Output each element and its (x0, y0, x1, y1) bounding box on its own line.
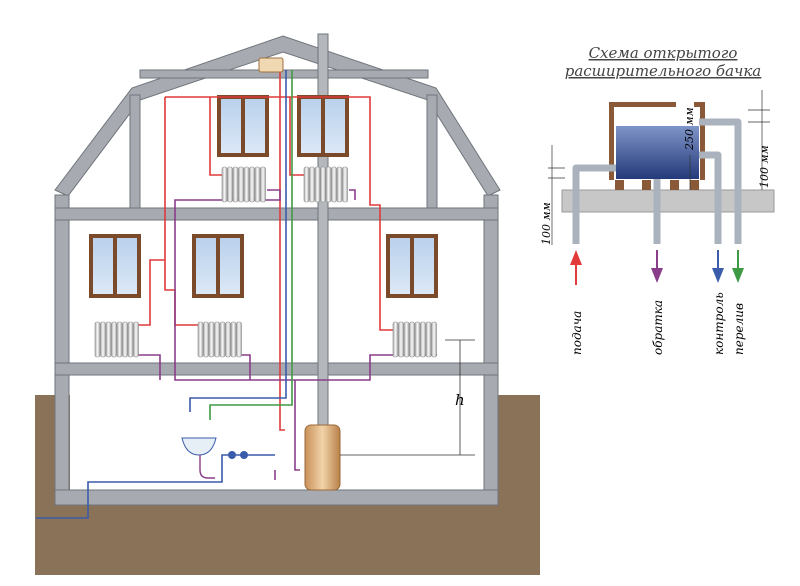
expansion-tank-water (616, 126, 699, 179)
tank-frame (609, 102, 705, 190)
label-supply: подача (570, 311, 584, 355)
height-label: h (455, 391, 465, 409)
boiler (304, 424, 341, 491)
dimension-lines (548, 90, 770, 245)
tank-pipes (572, 118, 742, 244)
radiator (303, 166, 348, 203)
radiator (392, 321, 437, 358)
radiator (197, 321, 242, 358)
schematic-title-line2: расширительного бачка (565, 62, 762, 80)
dim-100-right: 100 мм (758, 145, 771, 188)
dim-250: 250 мм (683, 107, 696, 151)
flow-arrows (570, 250, 744, 285)
schematic-title-line1: Схема открытого (589, 44, 738, 62)
sink-drain (199, 455, 215, 479)
radiators (94, 166, 437, 358)
valve (240, 451, 248, 459)
shelf (561, 189, 775, 213)
height-dimension (340, 339, 475, 456)
overflow-pipe (209, 70, 293, 420)
radiator (94, 321, 139, 358)
windows (89, 95, 438, 298)
return-pipes (135, 189, 437, 480)
ground (35, 395, 540, 575)
attic-expansion-tank (258, 57, 284, 73)
valve (228, 451, 236, 459)
radiator (221, 166, 266, 203)
label-control: контроль (712, 292, 726, 355)
label-overflow: перелив (732, 303, 746, 355)
label-return: обратка (651, 300, 665, 355)
dim-100-left: 100 мм (540, 202, 553, 245)
sink (181, 437, 217, 456)
